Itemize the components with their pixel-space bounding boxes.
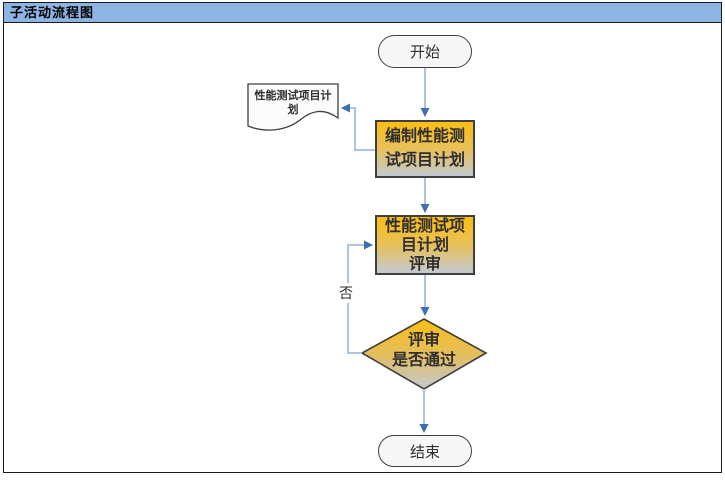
- document-label-line1: 性能测试项目计: [254, 90, 332, 102]
- flowchart-node-start[interactable]: 开始: [378, 35, 472, 68]
- flowchart-node-end[interactable]: 结束: [378, 435, 472, 467]
- diagram-header: 子活动流程图: [3, 2, 722, 23]
- decision-label-line1: 评审: [407, 332, 440, 349]
- plan-label-line1: 编制性能测: [384, 128, 465, 145]
- page-title: 子活动流程图: [10, 5, 95, 20]
- end-label: 结束: [409, 444, 440, 461]
- review-label-line2: 目计划: [400, 236, 449, 254]
- document-node-label: 性能测试项目计 划: [250, 89, 336, 117]
- edge-label-no: 否: [338, 283, 354, 303]
- review-label-line3: 评审: [408, 255, 441, 273]
- page-border-frame: [3, 2, 722, 473]
- flowchart-node-plan[interactable]: 编制性能测 试项目计划: [375, 120, 475, 178]
- decision-node-label: 评审 是否通过: [374, 331, 474, 371]
- review-label-line1: 性能测试项: [384, 217, 465, 235]
- decision-label-line2: 是否通过: [391, 352, 456, 369]
- plan-label-line2: 试项目计划: [384, 152, 465, 169]
- document-label-line2: 划: [287, 104, 299, 116]
- start-label: 开始: [409, 45, 440, 61]
- flowchart-node-review[interactable]: 性能测试项 目计划 评审: [375, 215, 475, 275]
